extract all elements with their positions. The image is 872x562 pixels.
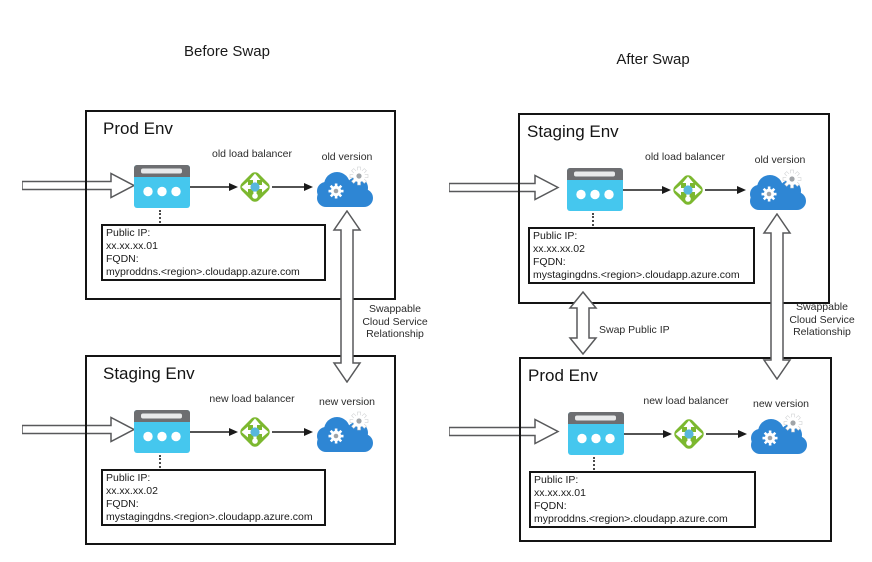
public-ip-info-box: Public IP: xx.xx.xx.02 FQDN: mystagingdn… — [528, 227, 755, 284]
load-balancer-icon — [673, 175, 703, 205]
version-label: new version — [318, 396, 376, 408]
info-line: xx.xx.xx.01 — [534, 487, 586, 499]
dotted-link — [592, 213, 594, 226]
annotation-line: Swappable — [369, 303, 421, 315]
browser-icon — [568, 412, 624, 455]
env-box-after-prod: Prod Env new load balancer new version — [519, 357, 832, 542]
cloud-service-icon — [317, 166, 373, 207]
browser-icon — [134, 165, 190, 208]
env-box-before-staging: Staging Env new load balancer new versio… — [85, 355, 396, 545]
annotation-line: Swappable — [796, 301, 848, 313]
load-balancer-label: new load balancer — [643, 395, 729, 407]
info-line: FQDN: — [106, 498, 139, 510]
connector-arrow-icon — [272, 428, 313, 436]
connector-arrow-icon — [623, 186, 671, 194]
public-ip-info-box: Public IP: xx.xx.xx.01 FQDN: myproddns.<… — [101, 224, 326, 281]
info-line: FQDN: — [534, 500, 567, 512]
load-balancer-label: old load balancer — [645, 151, 725, 163]
connector-arrow-icon — [190, 428, 238, 436]
load-balancer-icon — [240, 417, 270, 447]
version-label: old version — [321, 151, 373, 163]
connector-arrow-icon — [190, 183, 238, 191]
connector-arrow-icon — [272, 183, 313, 191]
traffic-input-arrow — [449, 174, 560, 201]
before-swap-title: Before Swap — [184, 43, 270, 60]
info-line: mystagingdns.<region>.cloudapp.azure.com — [533, 269, 740, 281]
info-line: xx.xx.xx.02 — [106, 485, 158, 497]
swappable-annotation-before: Swappable Cloud Service Relationship — [338, 303, 452, 341]
info-line: FQDN: — [533, 256, 566, 268]
cloud-service-icon — [751, 413, 807, 454]
info-line: mystagingdns.<region>.cloudapp.azure.com — [106, 511, 313, 523]
annotation-line: Relationship — [793, 326, 851, 338]
load-balancer-icon — [674, 419, 704, 449]
cloud-service-icon — [317, 411, 373, 452]
browser-icon — [134, 410, 190, 453]
load-balancer-label: new load balancer — [209, 393, 295, 405]
env-title: Staging Env — [527, 122, 619, 141]
dotted-link — [159, 455, 161, 468]
env-box-before-prod: Prod Env old load balancer old version — [85, 110, 396, 300]
info-line: xx.xx.xx.01 — [106, 240, 158, 252]
connector-arrow-icon — [624, 430, 672, 438]
traffic-input-arrow — [22, 172, 136, 199]
annotation-line: Cloud Service — [789, 313, 855, 326]
cloud-service-icon — [750, 169, 806, 210]
swappable-relationship-arrow-before — [332, 210, 362, 383]
connector-arrow-icon — [705, 186, 746, 194]
annotation-line: Relationship — [366, 328, 424, 340]
info-line: xx.xx.xx.02 — [533, 243, 585, 255]
info-line: Public IP: — [106, 472, 151, 484]
info-line: Public IP: — [533, 230, 578, 242]
info-line: Public IP: — [534, 474, 579, 486]
env-title: Staging Env — [103, 364, 195, 383]
public-ip-info-box: Public IP: xx.xx.xx.01 FQDN: myproddns.<… — [529, 471, 756, 528]
dotted-link — [159, 210, 161, 223]
browser-icon — [567, 168, 623, 211]
dotted-link — [593, 457, 595, 470]
traffic-input-arrow — [22, 416, 136, 443]
info-line: myproddns.<region>.cloudapp.azure.com — [106, 266, 300, 278]
public-ip-info-box: Public IP: xx.xx.xx.02 FQDN: mystagingdn… — [101, 469, 326, 526]
env-title: Prod Env — [103, 119, 173, 138]
swappable-annotation-after: Swappable Cloud Service Relationship — [765, 301, 872, 339]
version-label: new version — [752, 398, 810, 410]
after-swap-title: After Swap — [616, 51, 690, 68]
swap-public-ip-arrow — [568, 291, 598, 355]
info-line: FQDN: — [106, 253, 139, 265]
load-balancer-icon — [240, 172, 270, 202]
connector-arrow-icon — [706, 430, 747, 438]
traffic-input-arrow — [449, 418, 560, 445]
load-balancer-label: old load balancer — [212, 148, 292, 160]
info-line: myproddns.<region>.cloudapp.azure.com — [534, 513, 728, 525]
annotation-line: Cloud Service — [362, 315, 428, 328]
info-line: Public IP: — [106, 227, 151, 239]
env-box-after-staging: Staging Env old load balancer old versio… — [518, 113, 830, 304]
version-label: old version — [754, 154, 806, 166]
swap-public-ip-label: Swap Public IP — [599, 324, 670, 336]
env-title: Prod Env — [528, 366, 598, 385]
swappable-relationship-arrow-after — [762, 213, 792, 380]
